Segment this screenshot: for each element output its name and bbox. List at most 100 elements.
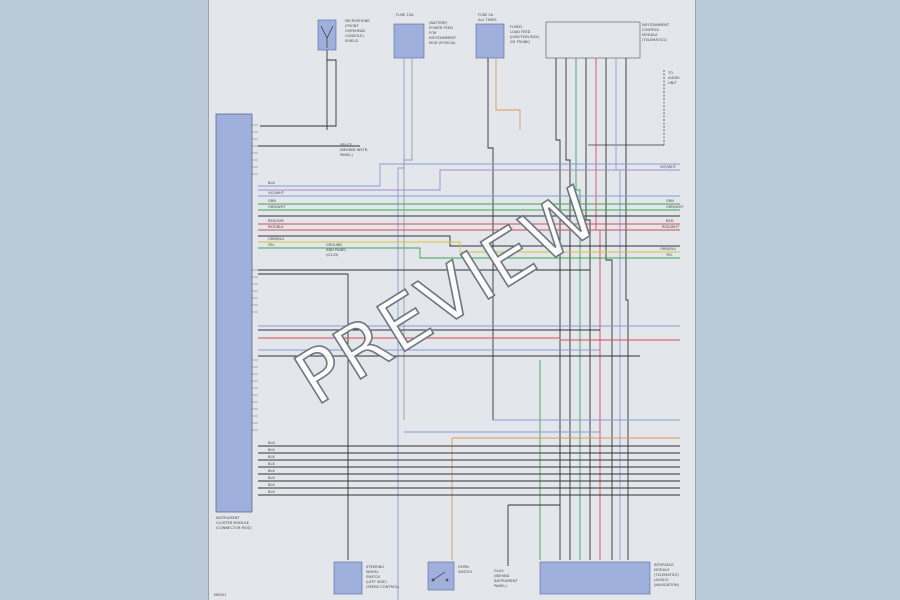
fuse-1-component: [393, 23, 425, 59]
svg-text:CONTROL: CONTROL: [642, 28, 660, 32]
right-wire-labels: VIO/WHT GRN GRN/WHT RED RED/WHT ORN/BLU …: [660, 165, 684, 257]
fuse-2-label: FUSE 5A ALL TIMES FUSED LOAD FEED (JUNCT…: [478, 13, 540, 44]
svg-text:VIO/WHT: VIO/WHT: [660, 165, 677, 169]
svg-text:GRN: GRN: [268, 199, 276, 203]
svg-text:BLK: BLK: [268, 483, 275, 487]
svg-text:MODULE: MODULE: [642, 33, 658, 37]
main-module-label: INSTRUMENT CLUSTER MODULE (CONNECTOR MOD…: [216, 516, 252, 530]
top-vertical-wires: [260, 50, 629, 600]
svg-text:(CONNECTOR MOD): (CONNECTOR MOD): [216, 526, 252, 530]
svg-text:GRN: GRN: [666, 199, 674, 203]
fuse-2-component: [475, 23, 505, 59]
svg-text:(LEFT SIDE): (LEFT SIDE): [366, 580, 387, 584]
svg-text:G104: G104: [494, 569, 504, 573]
svg-text:GRN/WHT: GRN/WHT: [268, 205, 286, 209]
ground-note: GROUND AND PANEL (G103): [326, 243, 346, 257]
main-module-pins: [252, 124, 258, 431]
svg-text:(BEHIND INSTR.: (BEHIND INSTR.: [340, 148, 368, 152]
svg-text:ORN/BLU: ORN/BLU: [660, 247, 677, 251]
svg-text:UNIT: UNIT: [668, 81, 677, 85]
svg-text:SPLICE: SPLICE: [340, 143, 353, 147]
bottom-right-module: [539, 561, 651, 595]
svg-text:FUSE 5A: FUSE 5A: [478, 13, 494, 17]
right-note: TO AUDIO UNIT: [667, 71, 680, 85]
bottom-center-switch: [427, 561, 455, 591]
svg-text:RED/WHT: RED/WHT: [662, 225, 680, 229]
svg-text:BLK: BLK: [268, 441, 275, 445]
svg-text:(FRONT: (FRONT: [345, 24, 359, 28]
bus-wires: [258, 445, 680, 496]
svg-text:SWITCH: SWITCH: [458, 570, 472, 574]
left-wire-labels: BLK VIO/WHT GRN GRN/WHT RED/GRY RED/BLK …: [268, 181, 286, 247]
bottom-center-switch-label: HORN SWITCH: [458, 565, 472, 574]
svg-text:INSTRUMENT: INSTRUMENT: [494, 579, 518, 583]
svg-text:MODULE: MODULE: [654, 568, 670, 572]
shield-note: SPLICE (BEHIND INSTR. PANEL): [340, 143, 368, 157]
svg-text:POWER FEED: POWER FEED: [429, 26, 453, 30]
top-right-module-label: INFOTAINMENT CONTROL MODULE (TELEMATICS): [642, 23, 670, 42]
svg-text:FUSED: FUSED: [510, 25, 522, 29]
svg-text:BLK: BLK: [268, 181, 275, 185]
svg-text:YEL: YEL: [268, 243, 274, 247]
svg-text:BLK: BLK: [268, 469, 275, 473]
svg-text:GROUND: GROUND: [326, 243, 342, 247]
bus-wire-labels: BLK BLK BLK BLK BLK BLK BLK BLK: [268, 441, 275, 494]
fuse-1-label: FUSE 10A (BATTERY) POWER FEED FOR INFOTA…: [396, 13, 457, 45]
svg-text:BLK: BLK: [268, 455, 275, 459]
svg-text:RED: RED: [666, 219, 674, 223]
svg-text:RED/GRY: RED/GRY: [268, 219, 285, 223]
svg-text:AUDIO: AUDIO: [668, 76, 680, 80]
svg-text:VIO/WHT: VIO/WHT: [268, 191, 285, 195]
svg-text:BLK: BLK: [268, 448, 275, 452]
svg-text:INSTRUMENT: INSTRUMENT: [216, 516, 240, 520]
svg-text:CLUSTER MODULE: CLUSTER MODULE: [216, 521, 250, 525]
svg-text:INTERFACE: INTERFACE: [654, 563, 674, 567]
bottom-left-module-label: STEERING WHEEL SWITCH (LEFT SIDE) (SPEED…: [366, 565, 400, 589]
svg-text:(NAVIGATION): (NAVIGATION): [654, 583, 680, 587]
svg-text:TO: TO: [667, 71, 673, 75]
svg-text:(TELEMATICS): (TELEMATICS): [654, 573, 679, 577]
main-module: [215, 113, 253, 513]
svg-text:(AUDIO): (AUDIO): [654, 578, 669, 582]
svg-text:BLK: BLK: [268, 490, 275, 494]
svg-text:AND PANEL: AND PANEL: [326, 248, 346, 252]
svg-text:HORN: HORN: [458, 565, 469, 569]
svg-text:(IN TRUNK): (IN TRUNK): [510, 40, 531, 44]
svg-text:GRN/WHT: GRN/WHT: [666, 205, 684, 209]
svg-text:OVERHEAD: OVERHEAD: [345, 29, 365, 33]
svg-text:(BEHIND: (BEHIND: [494, 574, 510, 578]
page-number: M6301: [214, 593, 226, 597]
svg-text:RED/BLK: RED/BLK: [268, 225, 284, 229]
svg-text:(G103): (G103): [326, 253, 339, 257]
svg-text:ALL TIMES: ALL TIMES: [478, 18, 497, 22]
svg-text:LOAD FEED: LOAD FEED: [510, 30, 531, 34]
switch-icon: [431, 571, 449, 582]
svg-text:WHEEL: WHEEL: [366, 570, 379, 574]
svg-text:FOR: FOR: [429, 31, 437, 35]
svg-text:INFOTAINMENT: INFOTAINMENT: [429, 36, 457, 40]
svg-text:MICROPHONE: MICROPHONE: [345, 19, 370, 23]
antenna-icon: [320, 25, 334, 48]
svg-text:(BATTERY): (BATTERY): [429, 21, 448, 25]
svg-text:ORN/BLU: ORN/BLU: [268, 237, 285, 241]
bottom-left-module: [333, 561, 363, 595]
svg-text:YEL: YEL: [666, 253, 672, 257]
svg-text:PANEL): PANEL): [494, 584, 507, 588]
svg-text:(SPEED CONTROL): (SPEED CONTROL): [366, 585, 400, 589]
svg-text:FUSE 10A: FUSE 10A: [396, 13, 414, 17]
svg-text:(TELEMATICS): (TELEMATICS): [642, 38, 667, 42]
svg-text:BLK: BLK: [268, 476, 275, 480]
svg-text:INFOTAINMENT: INFOTAINMENT: [642, 23, 670, 27]
svg-text:PANEL): PANEL): [340, 153, 353, 157]
svg-text:STEERING: STEERING: [366, 565, 384, 569]
svg-text:BLK: BLK: [268, 462, 275, 466]
ground-label: G104 (BEHIND INSTRUMENT PANEL): [494, 569, 518, 588]
top-right-module: [545, 21, 641, 59]
svg-text:CONSOLE): CONSOLE): [345, 34, 364, 38]
svg-text:SWITCH: SWITCH: [366, 575, 380, 579]
svg-text:(JUNCTION BOX): (JUNCTION BOX): [510, 35, 540, 39]
antenna-label: MICROPHONE (FRONT OVERHEAD CONSOLE) SHIE…: [345, 19, 370, 43]
svg-text:SHIELD: SHIELD: [345, 39, 358, 43]
horizontal-wires: [258, 145, 680, 560]
